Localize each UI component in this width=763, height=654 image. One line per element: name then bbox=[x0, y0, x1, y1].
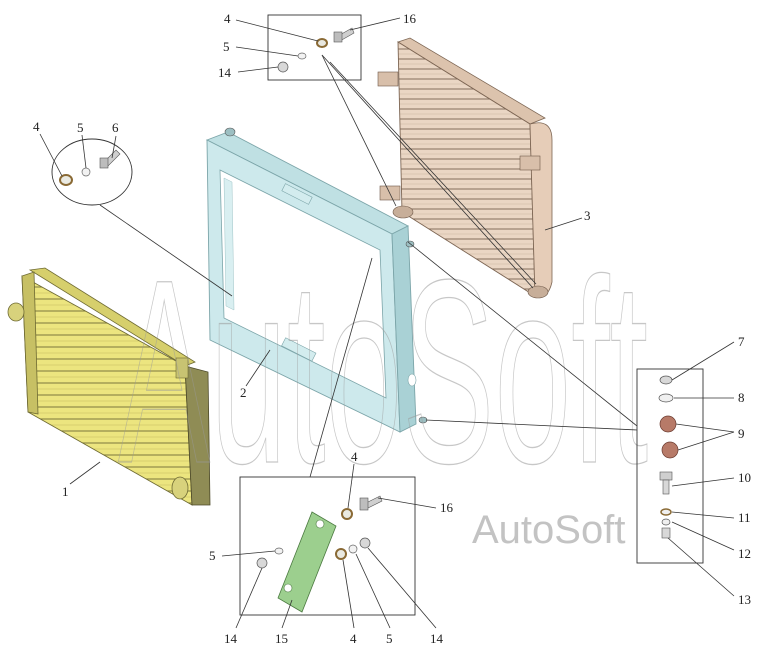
callout-12: 12 bbox=[738, 546, 751, 561]
callout-14-bottom-right: 14 bbox=[430, 631, 444, 646]
callout-7: 7 bbox=[738, 334, 745, 349]
callout-labels: 4 5 14 16 4 5 6 1 2 3 7 8 9 10 11 12 13 … bbox=[33, 11, 751, 646]
callout-11: 11 bbox=[738, 510, 751, 525]
callout-1: 1 bbox=[62, 484, 69, 499]
callout-5-top: 5 bbox=[223, 39, 230, 54]
radiator-part-1 bbox=[7, 267, 211, 506]
detail-frame-left bbox=[51, 138, 133, 206]
watermark: AutoSoft AutoSoft bbox=[117, 224, 649, 552]
callout-8: 8 bbox=[738, 390, 745, 405]
hardware-right bbox=[658, 375, 679, 539]
callout-5-left: 5 bbox=[77, 120, 84, 135]
callout-4-bottom-top: 4 bbox=[351, 449, 358, 464]
callout-16-bottom: 16 bbox=[440, 500, 454, 515]
callout-4-top: 4 bbox=[224, 11, 231, 26]
callout-16-top: 16 bbox=[403, 11, 417, 26]
callout-14-top: 14 bbox=[218, 65, 232, 80]
leader-lines bbox=[39, 17, 735, 629]
callout-4-left: 4 bbox=[33, 119, 40, 134]
oil-cooler-part-3 bbox=[377, 37, 553, 299]
detail-frame-top bbox=[267, 14, 362, 81]
watermark-large-text: AutoSoft bbox=[118, 225, 648, 518]
callout-15: 15 bbox=[275, 631, 288, 646]
callout-10: 10 bbox=[738, 470, 751, 485]
callout-2: 2 bbox=[240, 385, 247, 400]
fan-shroud-part-2 bbox=[205, 127, 428, 433]
callout-5-bottom-left: 5 bbox=[209, 548, 216, 563]
callout-6-left: 6 bbox=[112, 120, 119, 135]
callout-14-bottom-left: 14 bbox=[224, 631, 238, 646]
detail-frame-bottom bbox=[239, 476, 416, 616]
callout-9: 9 bbox=[738, 426, 745, 441]
hardware-top bbox=[277, 27, 355, 73]
callout-3: 3 bbox=[584, 208, 591, 223]
detail-frame-right bbox=[636, 368, 704, 564]
callout-13: 13 bbox=[738, 592, 751, 607]
watermark-small-text: AutoSoft bbox=[472, 508, 625, 552]
hardware-bottom bbox=[256, 495, 383, 613]
callout-5-bottom: 5 bbox=[386, 631, 393, 646]
callout-4-bottom: 4 bbox=[350, 631, 357, 646]
hardware-left bbox=[59, 149, 121, 186]
